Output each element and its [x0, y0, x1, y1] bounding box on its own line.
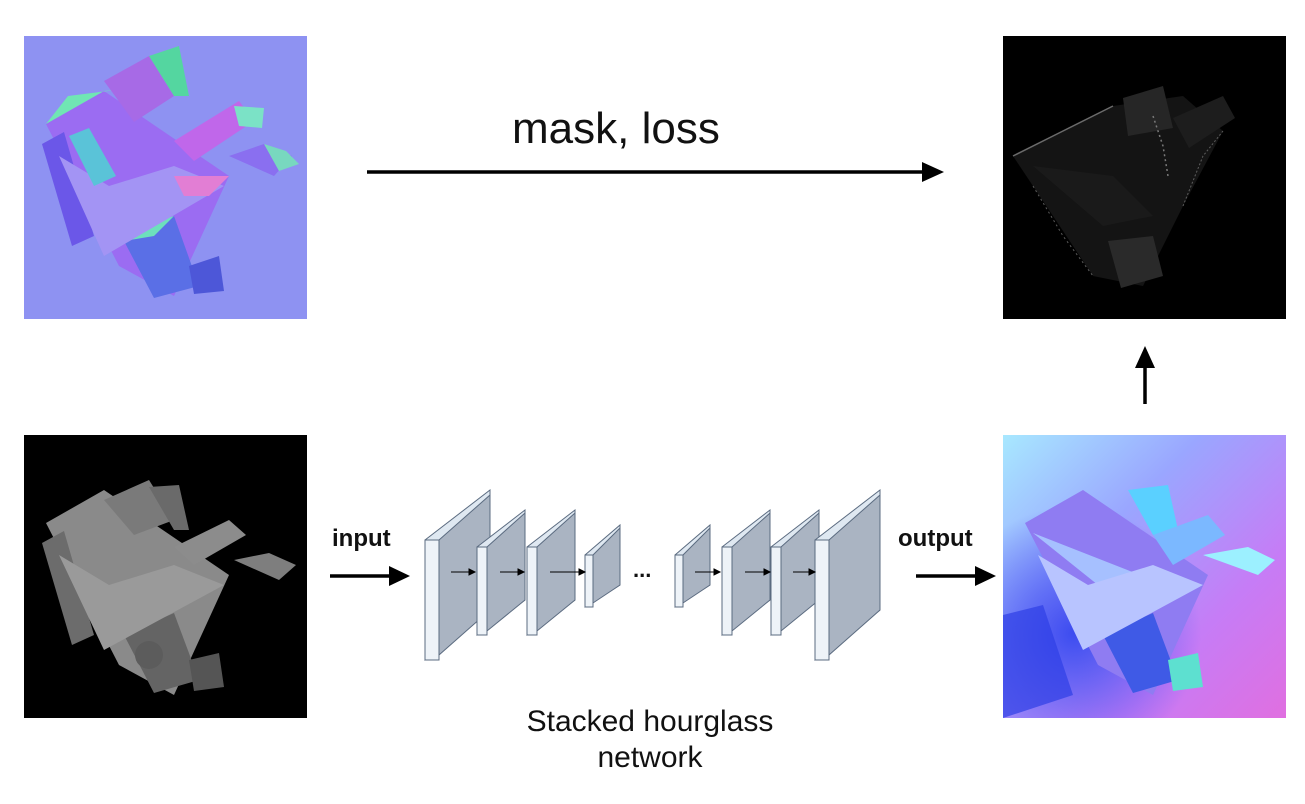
input-grayscale-graphic: [24, 435, 307, 718]
network-layer-4: [584, 523, 621, 608]
ground-truth-normal-map: [24, 36, 307, 319]
input-grayscale-image: [24, 435, 307, 718]
mask-loss-arrow-right-icon: [367, 162, 944, 182]
output-label: output: [898, 525, 973, 552]
input-arrow-right-icon: [330, 566, 410, 586]
output-normal-map: [1003, 435, 1286, 718]
network-ellipsis: ...: [633, 557, 651, 582]
upward-arrow-up-icon: [1135, 346, 1155, 404]
network-layer-5: [674, 523, 711, 608]
network-caption-line-2: network: [597, 741, 703, 774]
output-normal-graphic: [1003, 435, 1286, 718]
stacked-hourglass-network-diagram: ...: [424, 488, 881, 662]
mask-loss-label: mask, loss: [512, 104, 720, 153]
input-label: input: [332, 525, 391, 552]
ground-truth-normal-graphic: [24, 36, 307, 319]
network-layer-8: [814, 488, 881, 662]
network-inner-arrows: [451, 568, 817, 576]
output-arrow-right-icon: [916, 566, 996, 586]
network-caption: Stacked hourglass network: [470, 704, 830, 776]
loss-map-image: [1003, 36, 1286, 319]
loss-map-graphic: [1003, 36, 1286, 319]
network-caption-line-1: Stacked hourglass: [526, 705, 774, 738]
